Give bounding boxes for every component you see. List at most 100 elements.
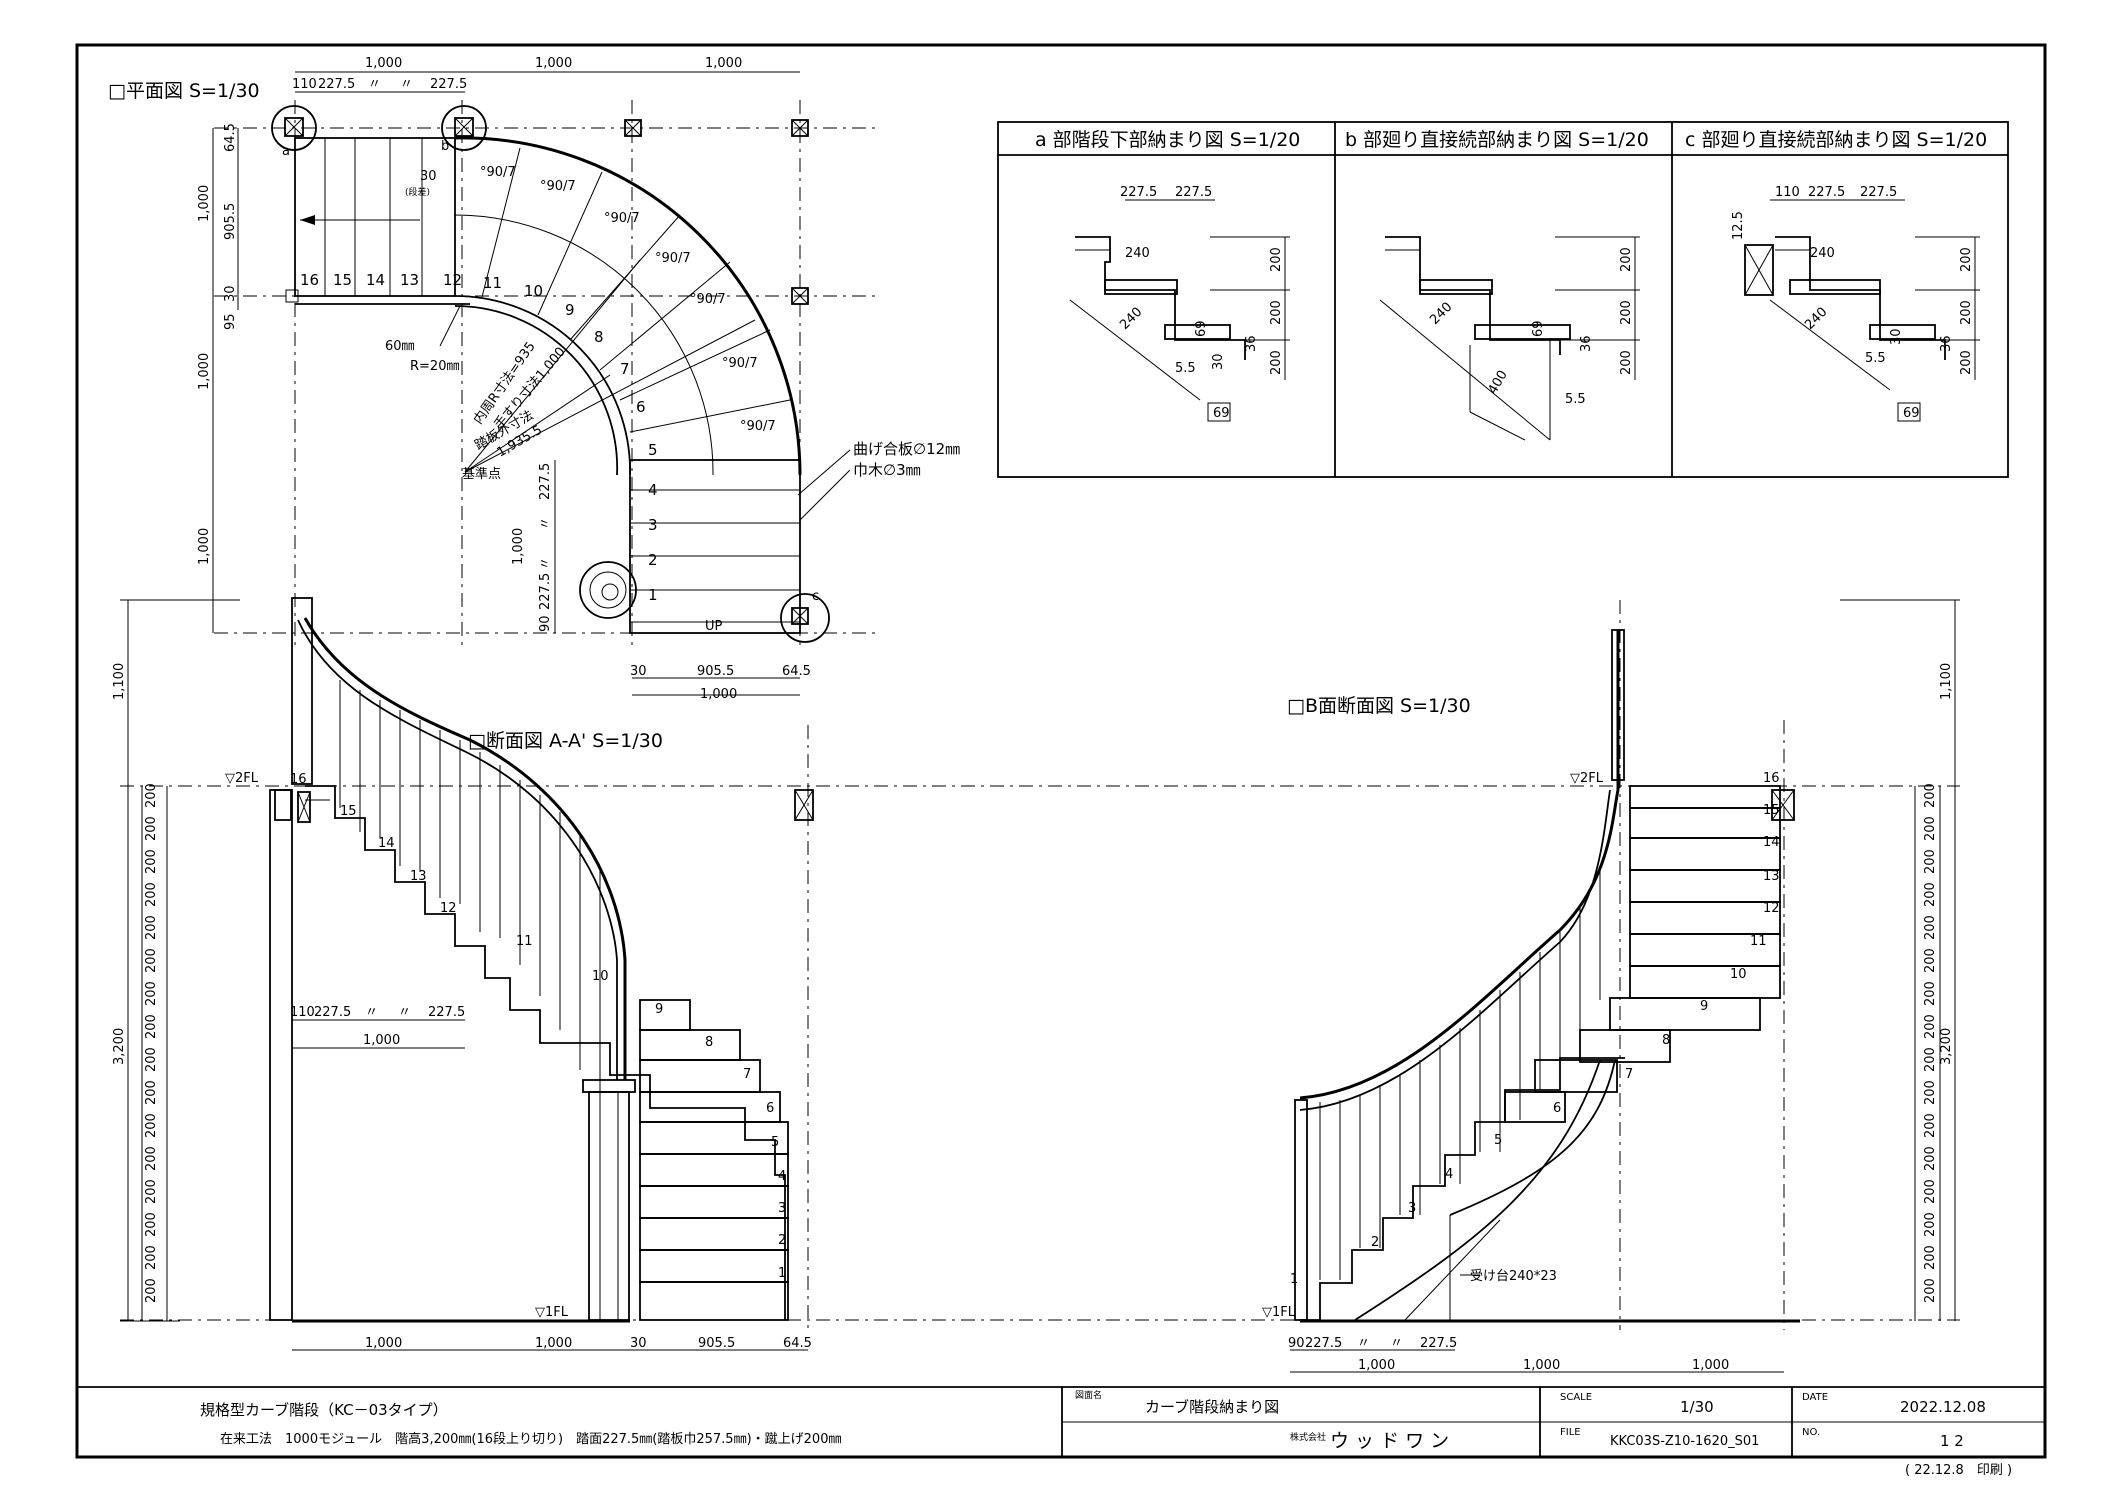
plan-left-dim-7: 1,000	[197, 528, 212, 565]
file-value: KKC03S-Z10-1620_S01	[1610, 1434, 1759, 1449]
detail-b-dim-1: 240	[1427, 300, 1455, 328]
aa-riser-5: 200	[144, 915, 159, 940]
plan-step-5: 5	[648, 441, 658, 459]
aa-step-2: 2	[778, 1233, 786, 1248]
plan-left-dim-1: 64.5	[223, 123, 238, 152]
plan-rsub-6: 90	[538, 615, 553, 632]
plan-datum: 基準点	[462, 466, 501, 482]
detail-c-dim-7: 30	[1889, 328, 1904, 345]
detail-b-title: b 部廻り直接続部納まり図 S=1/20	[1345, 129, 1649, 151]
plan-bottom-dim-3: 64.5	[782, 664, 811, 679]
plan-rsub-3: 1,000	[511, 528, 526, 565]
aa-step-12: 12	[440, 901, 457, 916]
b-riser-6: 200	[1923, 948, 1938, 973]
b-step-15: 15	[1763, 803, 1780, 818]
section-aa-height-rail: 1,100	[112, 663, 127, 700]
b-bottom-dim-1: 90	[1288, 1336, 1305, 1351]
aa-riser-16: 200	[144, 1278, 159, 1303]
aa-bottom-dim-4: 905.5	[698, 1336, 735, 1351]
section-b-title: □B面断面図 S=1/30	[1287, 695, 1471, 717]
aa-riser-1: 200	[144, 783, 159, 808]
plan-top-sub-4: 〃	[400, 77, 413, 92]
plan-rise-note: (段差)	[405, 186, 430, 198]
b-riser-1: 200	[1923, 783, 1938, 808]
plan-rise-30: 30	[420, 169, 437, 184]
aa-inner-dim-1: 110	[290, 1005, 315, 1020]
plan-step-1: 1	[648, 586, 658, 604]
plan-step-13: 13	[400, 271, 419, 289]
plan-angle-3: °90/7	[604, 211, 640, 226]
aa-bottom-dim-3: 30	[630, 1336, 647, 1351]
aa-step-11: 11	[516, 934, 533, 949]
plan-rsub-2: 〃	[538, 517, 553, 530]
aa-step-15: 15	[340, 804, 357, 819]
section-b-view: □B面断面図 S=1/30 ▽2FL ▽1FL 1,100 3,200	[1262, 599, 1960, 1373]
printed-note: ( 22.12.8 印刷 )	[1905, 1463, 2012, 1478]
b-riser-12: 200	[1923, 1146, 1938, 1171]
section-aa-1fl: ▽1FL	[535, 1305, 569, 1320]
section-b-height-rail: 1,100	[1939, 663, 1954, 700]
plan-left-dim-3: 905.5	[223, 203, 238, 240]
plan-bent-plywood: 曲げ合板∅12㎜	[853, 440, 960, 458]
section-b-height-total: 3,200	[1939, 1028, 1954, 1065]
aa-inner-dim-4: 〃	[398, 1005, 411, 1020]
aa-riser-15: 200	[144, 1245, 159, 1270]
b-step-2: 2	[1371, 1235, 1379, 1250]
detail-c-dim-2: 227.5	[1808, 185, 1845, 200]
plan-top-dim-3: 1,000	[705, 56, 742, 71]
detail-a-dim-4: 240	[1117, 305, 1145, 333]
plan-rsub-4: 〃	[538, 557, 553, 570]
section-aa-view: □断面図 A-A' S=1/30 1,100 3,200 ▽2FL ▽1FL	[112, 597, 1960, 1351]
plan-angle-2: °90/7	[540, 179, 576, 194]
plan-title: □平面図 S=1/30	[108, 80, 260, 102]
detail-b-dim-4: 400	[1485, 368, 1510, 397]
aa-riser-13: 200	[144, 1179, 159, 1204]
aa-riser-8: 200	[144, 1014, 159, 1039]
section-b-support: 受け台240*23	[1470, 1269, 1557, 1284]
b-step-8: 8	[1662, 1033, 1670, 1048]
detail-c-dim-10: 36	[1939, 335, 1954, 352]
plan-step-14: 14	[366, 271, 385, 289]
section-b-step-numbers: 16 15 14 13 12 11 10 9 8 7 6 5 4 3 2 1	[1290, 771, 1780, 1287]
detail-b-dim-5: 5.5	[1565, 392, 1586, 407]
plan-top-sub-3: 〃	[368, 77, 381, 92]
detail-a-dim-5: 69	[1194, 320, 1209, 337]
section-aa-title: □断面図 A-A' S=1/30	[468, 730, 663, 752]
section-b-2fl: ▽2FL	[1570, 771, 1604, 786]
plan-step-7: 7	[620, 360, 630, 378]
detail-b-dim-2: 69	[1531, 320, 1546, 337]
b-step-7: 7	[1625, 1067, 1633, 1082]
detail-c-dim-11: 200	[1959, 247, 1974, 272]
aa-step-5: 5	[771, 1135, 779, 1150]
plan-skirting: 巾木∅3㎜	[853, 461, 921, 479]
b-riser-16: 200	[1923, 1278, 1938, 1303]
aa-riser-7: 200	[144, 981, 159, 1006]
b-bottom-dim-7: 1,000	[1523, 1358, 1560, 1373]
plan-step-9: 9	[565, 301, 575, 319]
b-step-5: 5	[1494, 1133, 1502, 1148]
aa-step-10: 10	[592, 969, 609, 984]
aa-step-6: 6	[766, 1101, 774, 1116]
plan-bottom-dim-4: 1,000	[700, 687, 737, 702]
b-step-9: 9	[1700, 999, 1708, 1014]
detail-c-dim-6: 240	[1802, 305, 1830, 333]
detail-c-dim-1: 110	[1775, 185, 1800, 200]
aa-riser-12: 200	[144, 1146, 159, 1171]
project-line2: 在来工法 1000モジュール 階高3,200㎜(16段上り切り) 踏面227.5…	[220, 1431, 841, 1447]
no-label: NO.	[1802, 1427, 1820, 1438]
plan-marker-b: b	[441, 139, 449, 154]
plan-bottom-dim-1: 30	[630, 664, 647, 679]
plan-step-10: 10	[524, 282, 543, 300]
b-riser-4: 200	[1923, 882, 1938, 907]
sheet-border	[75, 43, 2047, 1459]
aa-riser-14: 200	[144, 1212, 159, 1237]
detail-b-dim-7: 200	[1619, 300, 1634, 325]
aa-riser-6: 200	[144, 948, 159, 973]
plan-left-dim-6: 1,000	[197, 353, 212, 390]
aa-bottom-dim-2: 1,000	[535, 1336, 572, 1351]
aa-step-3: 3	[778, 1201, 786, 1216]
detail-a-dim-3: 240	[1125, 246, 1150, 261]
scale-label: SCALE	[1560, 1392, 1592, 1403]
detail-c-dim-5: 240	[1810, 246, 1835, 261]
